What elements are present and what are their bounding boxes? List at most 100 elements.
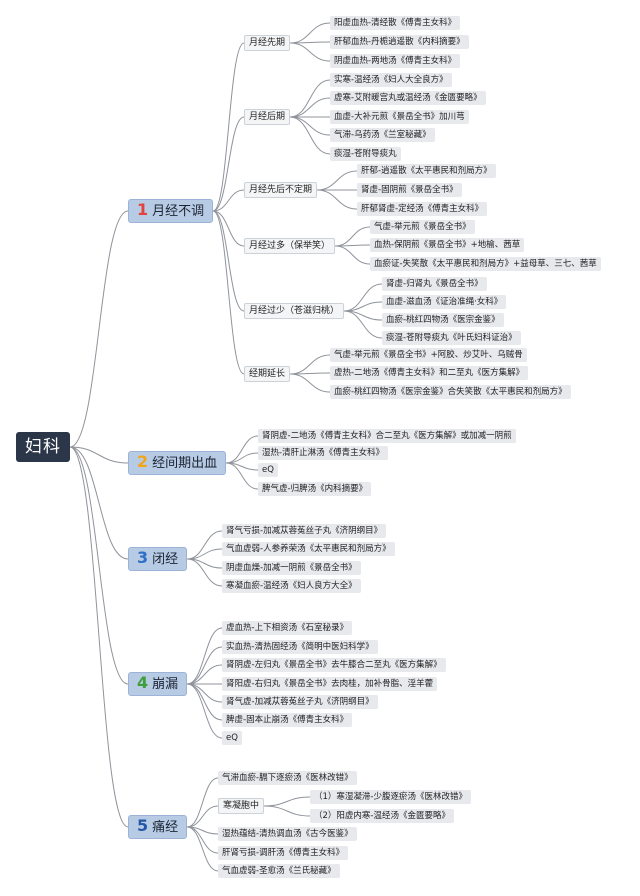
- leaf-topic[interactable]: 气滞-乌药汤《兰室秘藏》: [330, 128, 435, 142]
- connector-line: [69, 446, 129, 685]
- subtopic[interactable]: 寒凝胞中: [218, 798, 265, 814]
- connector-line: [212, 210, 245, 375]
- leaf-topic[interactable]: 气虚-举元煎《景岳全书》+阿胶、炒艾叶、乌贼骨: [330, 348, 527, 362]
- leaf-topic[interactable]: 寒凝血瘀-温经汤《妇人良方大全》: [222, 579, 361, 593]
- connector-line: [187, 548, 223, 560]
- connector-line: [343, 283, 383, 312]
- connector-line: [187, 683, 223, 739]
- subtopic[interactable]: 月经过多（保举笑）: [244, 238, 336, 254]
- connector-line: [290, 41, 331, 44]
- leaf-topic[interactable]: 气虚-举元煎《景岳全书》: [370, 220, 475, 234]
- leaf-topic[interactable]: 阳虚血热-清经散《傅青主女科》: [330, 16, 461, 30]
- connector-line: [226, 462, 259, 490]
- connector-line: [187, 646, 223, 685]
- leaf-topic[interactable]: 肾阴虚-二地汤《傅青主女科》合二至丸《医方集解》或加减一阴煎: [258, 429, 516, 443]
- leaf-topic[interactable]: 肾气亏损-加减苁蓉菟丝子丸《济阴纲目》: [222, 524, 387, 538]
- connector-line: [289, 116, 331, 155]
- connector-line: [290, 372, 331, 375]
- connector-line: [213, 210, 245, 247]
- subtopic[interactable]: 月经先后不定期: [244, 182, 318, 198]
- connector-line: [187, 826, 219, 835]
- connector-line: [212, 116, 245, 212]
- connector-line: [212, 210, 245, 312]
- leaf-topic[interactable]: 气血虚弱-圣愈汤《兰氏秘藏》: [218, 864, 340, 878]
- connector-line: [343, 310, 383, 339]
- connector-line: [335, 245, 371, 265]
- leaf-topic[interactable]: 肾虚-归肾丸《景岳全书》: [382, 277, 487, 291]
- subtopic[interactable]: 月经先期: [244, 35, 291, 51]
- leaf-topic[interactable]: 血瘀-桃红四物汤《医宗金鉴》: [382, 313, 504, 327]
- leaf-topic[interactable]: 湿热-清肝止淋汤《傅青主女科》: [258, 446, 389, 460]
- subtopic[interactable]: 月经后期: [244, 109, 291, 125]
- leaf-topic[interactable]: 虚血热-上下相资汤《石室秘录》: [222, 621, 353, 635]
- root-topic[interactable]: 妇科: [16, 432, 70, 462]
- leaf-topic[interactable]: 血虚-大补元煎《景岳全书》加川芎: [330, 110, 469, 124]
- connector-line: [69, 446, 129, 560]
- subtopic[interactable]: 月经过少（苍滋归桃）: [244, 303, 345, 319]
- leaf-topic[interactable]: 阴虚血燥-加减一阴煎《景岳全书》: [222, 561, 361, 575]
- subtopic[interactable]: 经期延长: [244, 366, 291, 382]
- connector-line: [187, 805, 219, 828]
- connector-line: [187, 826, 219, 872]
- leaf-topic[interactable]: 实血热-清热固经汤《简明中医妇科学》: [222, 640, 378, 654]
- connector-line: [187, 777, 219, 828]
- connector-line: [187, 683, 223, 721]
- leaf-topic[interactable]: 痰湿-苍附导痰丸《叶氏妇科证治》: [382, 331, 521, 345]
- connector-line: [213, 189, 245, 212]
- main-topic-label: 痛经: [152, 820, 179, 835]
- leaf-topic[interactable]: 湿热蕴结-清热调血汤《古今医鉴》: [218, 827, 357, 841]
- leaf-topic[interactable]: 血虚-滋血汤《证治准绳·女科》: [382, 295, 507, 309]
- connector-line: [69, 446, 129, 464]
- connector-line: [290, 22, 331, 44]
- leaf-topic[interactable]: 气滞血瘀-膈下逐瘀汤《医林改错》: [218, 771, 357, 785]
- connector-line: [290, 116, 331, 136]
- connector-line: [226, 452, 259, 464]
- connector-line: [187, 664, 223, 685]
- leaf-topic[interactable]: 虚寒-艾附暖宫丸或温经汤《金匮要略》: [330, 91, 486, 105]
- connector-line: [290, 97, 331, 118]
- leaf-topic[interactable]: 肝肾亏损-调肝汤《傅青主女科》: [218, 846, 349, 860]
- connector-line: [187, 530, 223, 560]
- connector-line: [187, 558, 223, 569]
- leaf-topic[interactable]: 肝郁肾虚-定经汤《傅青主女科》: [357, 202, 488, 216]
- leaf-topic[interactable]: 阴虚血热-两地汤《傅青主女科》: [330, 54, 461, 68]
- leaf-topic[interactable]: eQ: [258, 463, 278, 477]
- leaf-topic[interactable]: 脾虚-固本止崩汤《傅青主女科》: [222, 713, 353, 727]
- leaf-topic[interactable]: 痰湿-苍附导痰丸: [330, 147, 401, 161]
- leaf-topic[interactable]: 肝郁血热-丹栀逍遥散《内科摘要》: [330, 35, 469, 49]
- connector-line: [212, 42, 245, 212]
- connector-line: [187, 683, 223, 703]
- leaf-topic[interactable]: eQ: [222, 731, 242, 745]
- topic-number: 3: [137, 548, 149, 567]
- leaf-topic[interactable]: 肾阴虚-左归丸《景岳全书》去牛膝合二至丸《医方集解》: [222, 658, 446, 672]
- leaf-topic[interactable]: 肾气虚-加减苁蓉菟丝子丸《济阴纲目》: [222, 695, 378, 709]
- topic-number: 4: [137, 673, 149, 692]
- topic-number: 1: [137, 200, 149, 219]
- connector-line: [334, 226, 371, 247]
- connector-line: [290, 354, 331, 375]
- leaf-topic[interactable]: 血瘀证-失笑散《太平惠民和剂局方》+益母草、三七、茜草: [370, 257, 601, 271]
- leaf-topic[interactable]: 实寒-温经汤《妇人大全良方》: [330, 73, 452, 87]
- leaf-topic[interactable]: 虚热-二地汤《傅青主女科》和二至丸《医方集解》: [330, 366, 529, 380]
- connector-line: [187, 627, 223, 685]
- leaf-topic[interactable]: 脾气虚-归脾汤《内科摘要》: [258, 482, 372, 496]
- connector-line: [290, 42, 331, 62]
- leaf-topic[interactable]: （1）寒湿凝滞-少腹逐瘀汤《医林改错》: [310, 790, 471, 804]
- leaf-topic[interactable]: 肾阳虚-右归丸《景岳全书》去肉桂，加补骨脂、淫羊藿: [222, 677, 438, 691]
- leaf-topic[interactable]: 血瘀-桃红四物汤《医宗金鉴》合失笑散《太平惠民和剂局方》: [330, 385, 571, 399]
- connector-line: [187, 558, 223, 587]
- leaf-topic[interactable]: 肝郁-逍遥散《太平惠民和剂局方》: [357, 164, 496, 178]
- leaf-topic[interactable]: （2）阳虚内寒-温经汤《金匮要略》: [310, 809, 454, 823]
- leaf-topic[interactable]: 血热-保阴煎《景岳全书》+地榆、茜草: [370, 238, 525, 252]
- leaf-topic[interactable]: 肾虚-固阴煎《景岳全书》: [357, 183, 462, 197]
- leaf-topic[interactable]: 气血虚弱-人参养荣汤《太平惠民和剂局方》: [222, 542, 395, 556]
- topic-number: 5: [137, 816, 149, 835]
- topic-number: 2: [137, 452, 149, 471]
- main-topic-label: 崩漏: [152, 677, 179, 692]
